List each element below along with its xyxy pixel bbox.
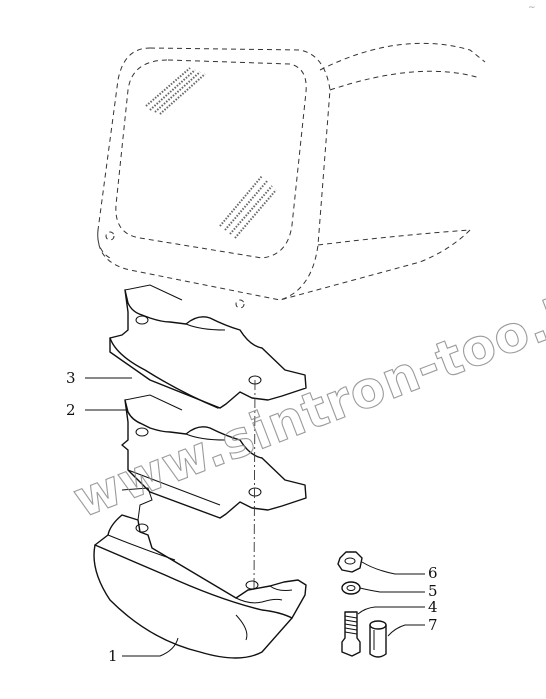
part-4-bolt: [341, 611, 361, 657]
label-part-5: 5: [428, 582, 438, 600]
label-part-3: 3: [66, 369, 76, 387]
corner-mark: ~: [528, 3, 536, 13]
label-part-2: 2: [66, 401, 76, 419]
label-part-1: 1: [108, 647, 118, 665]
part-6-nut: [337, 551, 363, 573]
leader-lines: [85, 377, 425, 657]
part-5-washer: [341, 581, 361, 595]
assembly-centerline: [253, 379, 256, 591]
grille-texture: [145, 67, 277, 239]
part-3-bracket-plate: [109, 284, 307, 409]
part-7-spacer: [369, 620, 387, 658]
label-part-6: 6: [428, 564, 438, 582]
label-part-7: 7: [428, 616, 438, 634]
cab-roof-outline: [97, 42, 486, 309]
label-part-4: 4: [428, 598, 438, 616]
part-2-bracket-plate: [121, 394, 307, 519]
part-1-housing: [93, 487, 307, 659]
